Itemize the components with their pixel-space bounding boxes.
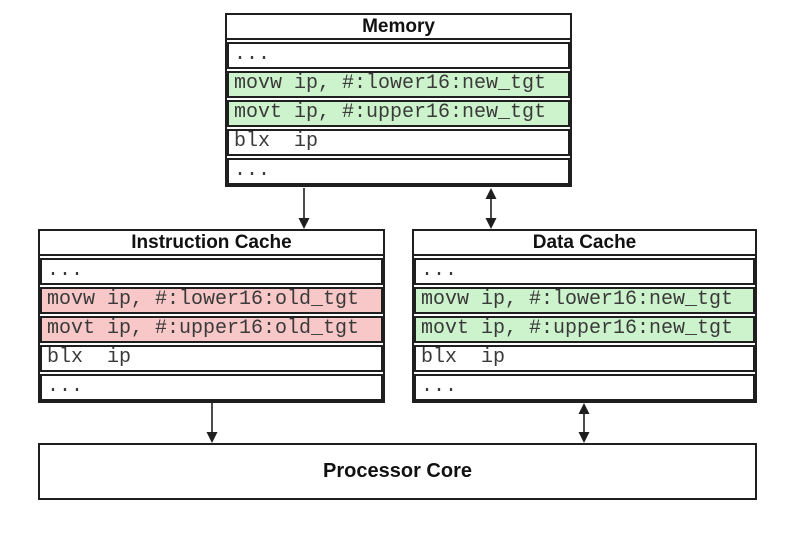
instruction-cache-box: Instruction Cache ... movw ip, #:lower16…: [38, 229, 385, 403]
processor-core-title: Processor Core: [323, 460, 472, 482]
instruction-cache-row-1: movw ip, #:lower16:old_tgt: [40, 287, 383, 314]
data-cache-row-1: movw ip, #:lower16:new_tgt: [414, 287, 755, 314]
data-cache-box: Data Cache ... movw ip, #:lower16:new_tg…: [412, 229, 757, 403]
memory-row-1: movw ip, #:lower16:new_tgt: [227, 71, 570, 98]
instruction-cache-row-0: ...: [40, 258, 383, 285]
processor-core-box: Processor Core: [38, 443, 757, 500]
arrow-memory-to-instruction-cache-icon: [298, 188, 310, 229]
arrow-instruction-cache-to-processor-core-icon: [206, 403, 218, 443]
arrow-data-cache-processor-core-icon: [578, 403, 590, 443]
memory-box: Memory ... movw ip, #:lower16:new_tgt mo…: [225, 13, 572, 187]
instruction-cache-row-4: ...: [40, 374, 383, 401]
data-cache-row-3: blx ip: [414, 345, 755, 372]
instruction-cache-row-3: blx ip: [40, 345, 383, 372]
instruction-cache-title: Instruction Cache: [40, 231, 383, 256]
memory-row-2: movt ip, #:upper16:new_tgt: [227, 100, 570, 127]
instruction-cache-row-2: movt ip, #:upper16:old_tgt: [40, 316, 383, 343]
data-cache-row-4: ...: [414, 374, 755, 401]
memory-row-0: ...: [227, 42, 570, 69]
data-cache-row-0: ...: [414, 258, 755, 285]
memory-row-3: blx ip: [227, 129, 570, 156]
memory-row-4: ...: [227, 158, 570, 185]
data-cache-title: Data Cache: [414, 231, 755, 256]
data-cache-row-2: movt ip, #:upper16:new_tgt: [414, 316, 755, 343]
arrow-memory-data-cache-icon: [485, 188, 497, 229]
memory-title: Memory: [227, 15, 570, 40]
